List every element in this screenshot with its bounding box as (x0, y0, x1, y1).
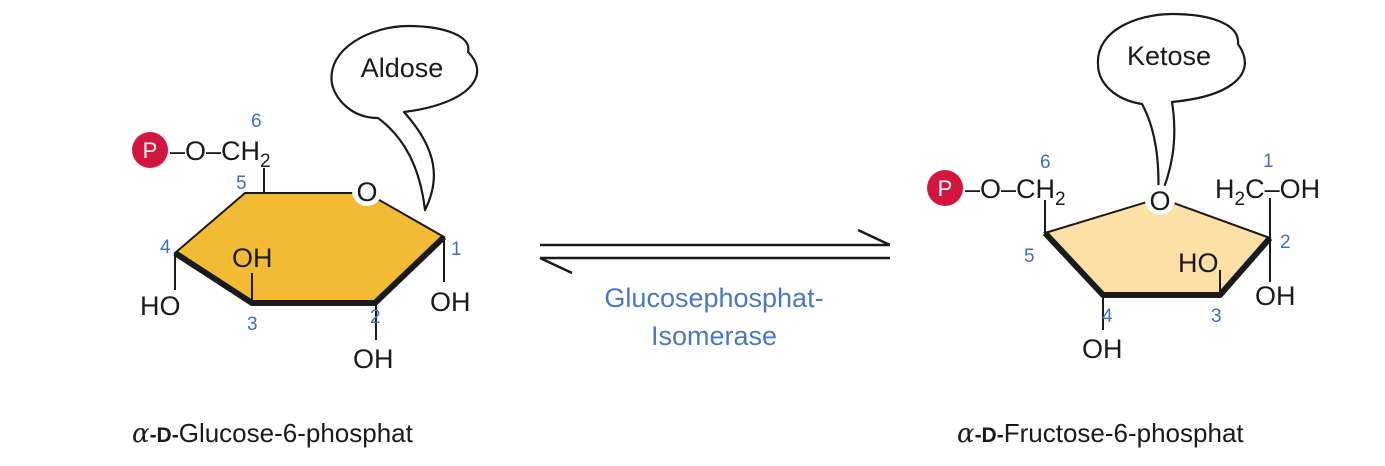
aldose-speech-bubble: Aldose (330, 24, 479, 212)
glucose-oh-c2: OH (353, 344, 394, 374)
ketose-label: Ketose (1127, 41, 1211, 71)
fructose-ho-c3: HO (1178, 248, 1219, 278)
fructose-structure: Ketose O P –O–CH2 H2C–OH HO OH OH 6 5 4 … (927, 12, 1320, 449)
glucose-oh-c3: OH (232, 243, 273, 273)
aldose-label: Aldose (361, 53, 444, 83)
glucose-ch2-group: –O–CH2 (170, 136, 271, 172)
fructose-c6-number: 6 (1040, 152, 1051, 173)
fructose-ch2-subscript: 2 (1055, 189, 1066, 210)
fructose-ch2-group: –O–CH2 (965, 174, 1066, 210)
fructose-oh-c2: OH (1255, 281, 1296, 311)
enzyme-name-line2: Isomerase (651, 321, 777, 351)
fructose-ch2-text: –O–CH (965, 174, 1055, 204)
glucose-phosphate-icon (132, 132, 168, 168)
fructose-h2c-oh: H2C–OH (1215, 174, 1320, 210)
glucose-ring-front-edge (173, 234, 447, 306)
glucose-c3-number: 3 (247, 314, 258, 335)
fructose-oh-c4: OH (1082, 334, 1123, 364)
glucose-oh-c1: OH (430, 287, 471, 317)
glucose-c2-number: 2 (370, 307, 381, 328)
glucose-ho-c4: HO (140, 291, 181, 321)
fructose-caption: α-D-Fructose-6-phosphat (957, 418, 1244, 449)
fructose-c4-number: 4 (1102, 306, 1113, 327)
fructose-ring-front-edge (1042, 230, 1273, 298)
glucose-caption: α-D-Glucose-6-phosphat (132, 418, 414, 449)
enzyme-name-line1: Glucosephosphat- (604, 283, 823, 313)
fructose-ring-oxygen-bg (1145, 185, 1175, 215)
fructose-phosphate-letter: P (938, 176, 953, 201)
fructose-c3-number: 3 (1211, 306, 1222, 327)
glucose-ch2-subscript: 2 (260, 151, 271, 172)
ketose-speech-bubble: Ketose (1096, 12, 1246, 204)
glucose-ring-oxygen: O (356, 177, 377, 207)
glucose-phosphate-letter: P (143, 138, 158, 163)
glucose-c5-number: 5 (236, 173, 247, 194)
glucose-c6-number: 6 (251, 111, 262, 132)
fructose-c2-number: 2 (1280, 232, 1291, 253)
fructose-c5-number: 5 (1024, 246, 1035, 267)
glucose-structure: Aldose O P –O–CH2 OH OH OH HO 6 5 4 3 2 … (132, 24, 479, 449)
fructose-phosphate-icon (927, 170, 963, 206)
glucose-c4-number: 4 (160, 237, 171, 258)
glucose-ring (173, 192, 446, 304)
fructose-c1-number: 1 (1263, 151, 1274, 172)
glucose-ch2-text: –O–CH (170, 136, 260, 166)
glucose-c1-number: 1 (451, 239, 462, 260)
glucose-ring-oxygen-bg (352, 176, 382, 206)
fructose-ring-oxygen: O (1149, 186, 1170, 216)
equilibrium-arrows (539, 228, 891, 275)
